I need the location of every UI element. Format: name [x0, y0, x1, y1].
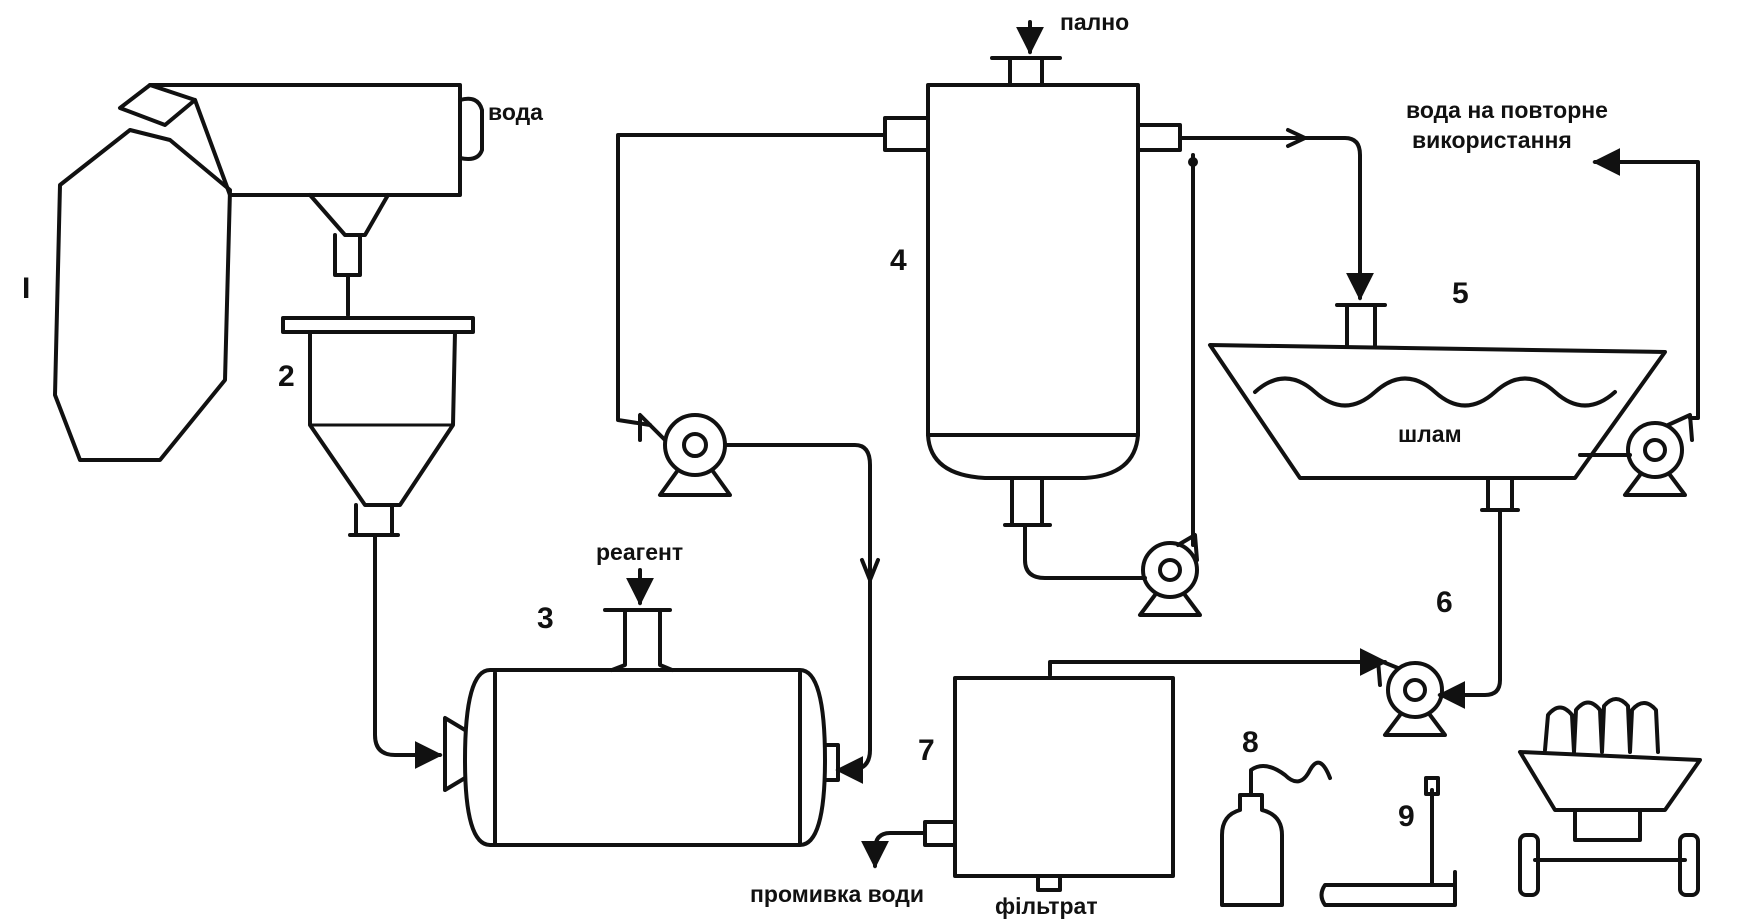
- label-palno: пално: [1060, 9, 1129, 35]
- junction-dot: [1188, 157, 1198, 167]
- label-filtrat: фільтрат: [995, 893, 1098, 919]
- pipe-4-bottom-to-pump-b: [1023, 523, 1147, 580]
- label-unit-5: 5: [1452, 277, 1469, 310]
- unit-3-left-nozzle: [443, 716, 467, 792]
- unit-1-horizontal-drum: [148, 83, 462, 197]
- label-shlam: шлам: [1398, 421, 1462, 447]
- label-unit-4: 4: [890, 244, 907, 277]
- pump-c: [1623, 413, 1694, 497]
- unit-2-outlet-nozzle: [348, 503, 400, 537]
- unit-5-settler: [1208, 303, 1667, 512]
- unit-8-bottle: [1220, 760, 1332, 907]
- cart-bowl: [1518, 750, 1702, 812]
- pipe-4-to-pump-a: [616, 133, 887, 427]
- pump-c-impeller: [1643, 438, 1667, 462]
- pipe-wash-water: [861, 831, 927, 869]
- pump-a-volute: [638, 413, 667, 442]
- pump-d: [1376, 658, 1447, 737]
- unit-4-right-nozzle: [1136, 123, 1182, 152]
- unit-9-base: [1319, 883, 1457, 907]
- pump-c-base: [1623, 473, 1687, 497]
- unit-5-tank: [1208, 343, 1667, 480]
- unit-2-body: [308, 330, 457, 507]
- pipe-pump-d-to-7: [1048, 648, 1388, 677]
- label-unit-6: 6: [1436, 586, 1453, 619]
- unit-5-sludge-wave: [1253, 376, 1617, 408]
- unit-7-body: [953, 676, 1175, 878]
- cart-wheel-left: [1518, 833, 1540, 897]
- flow-arrow-down: [860, 558, 880, 582]
- label-unit-3: 3: [537, 602, 554, 635]
- unit-5-bottom-outlet: [1480, 476, 1520, 512]
- unit-7-filter: [861, 676, 1175, 892]
- unit-5-top-inlet: [1335, 303, 1387, 347]
- label-reagent: реагент: [596, 539, 683, 565]
- pump-d-base: [1383, 713, 1447, 737]
- unit-1-discharge-cone: [308, 193, 390, 277]
- cart-frame: [1533, 808, 1687, 862]
- pump-d-impeller: [1403, 678, 1427, 702]
- unit-7-bottom-outlet: [1036, 874, 1062, 892]
- pipe-water-recycle: [1592, 148, 1700, 420]
- pump-d-casing: [1386, 661, 1444, 719]
- pump-a: [638, 413, 732, 497]
- pump-c-volute: [1666, 413, 1694, 442]
- unit-1-water-inlet-nozzle: [458, 96, 484, 161]
- unit-4-top-inlet: [990, 56, 1062, 87]
- label-unit-1: I: [22, 272, 30, 305]
- pump-c-casing: [1626, 421, 1684, 479]
- label-water-recycle-line1: вода на повторне: [1406, 97, 1608, 123]
- unit-2-lid: [281, 316, 475, 334]
- pipe-4-to-5: [1178, 136, 1374, 301]
- unit-3-reagent-inlet: [603, 608, 674, 672]
- label-unit-8: 8: [1242, 726, 1259, 759]
- label-unit-2: 2: [278, 360, 295, 393]
- unit-1-drum: [53, 83, 484, 462]
- pipe-5-to-pump-d: [1437, 508, 1502, 709]
- flow-arrow-right: [1286, 128, 1307, 148]
- pipe-pump-a-to-3: [723, 443, 872, 784]
- pump-b-base: [1138, 593, 1202, 617]
- cart-wheel-right: [1678, 833, 1700, 897]
- unit-9-handle: [1424, 776, 1440, 796]
- unit-1-feed-chute: [118, 83, 197, 127]
- unit-9-tool: [1319, 776, 1457, 907]
- unit-4-bottom-outlet: [1003, 476, 1052, 527]
- label-unit-9: 9: [1398, 800, 1415, 833]
- unit-4-vessel: [883, 20, 1182, 527]
- pump-b-impeller: [1158, 558, 1182, 582]
- unit-7-side-nozzle: [923, 820, 957, 847]
- unit-4-left-nozzle: [883, 116, 930, 152]
- unit-2-hopper: [281, 316, 475, 537]
- pipe-2-to-3: [373, 533, 443, 769]
- pump-b: [1138, 533, 1202, 617]
- cart-bottles: [1543, 697, 1660, 754]
- unit-4-body: [926, 83, 1140, 437]
- label-voda: вода: [488, 99, 543, 125]
- unit-8-tube: [1249, 760, 1332, 797]
- pump-a-base: [658, 468, 732, 497]
- label-unit-7: 7: [918, 734, 935, 767]
- product-cart: [1518, 697, 1702, 897]
- unit-8-bottle-body: [1220, 793, 1284, 907]
- pump-b-casing: [1141, 541, 1199, 599]
- label-water-recycle-line2: використання: [1412, 127, 1572, 153]
- label-promyvka: промивка води: [750, 881, 924, 907]
- unit-4-bottom-head: [926, 433, 1140, 480]
- pump-a-casing: [663, 413, 727, 477]
- unit-3-vessel: [463, 668, 827, 847]
- unit-3-reactor: [443, 568, 840, 847]
- unit-1-octagonal-body: [53, 128, 232, 462]
- pump-a-impeller: [682, 432, 708, 458]
